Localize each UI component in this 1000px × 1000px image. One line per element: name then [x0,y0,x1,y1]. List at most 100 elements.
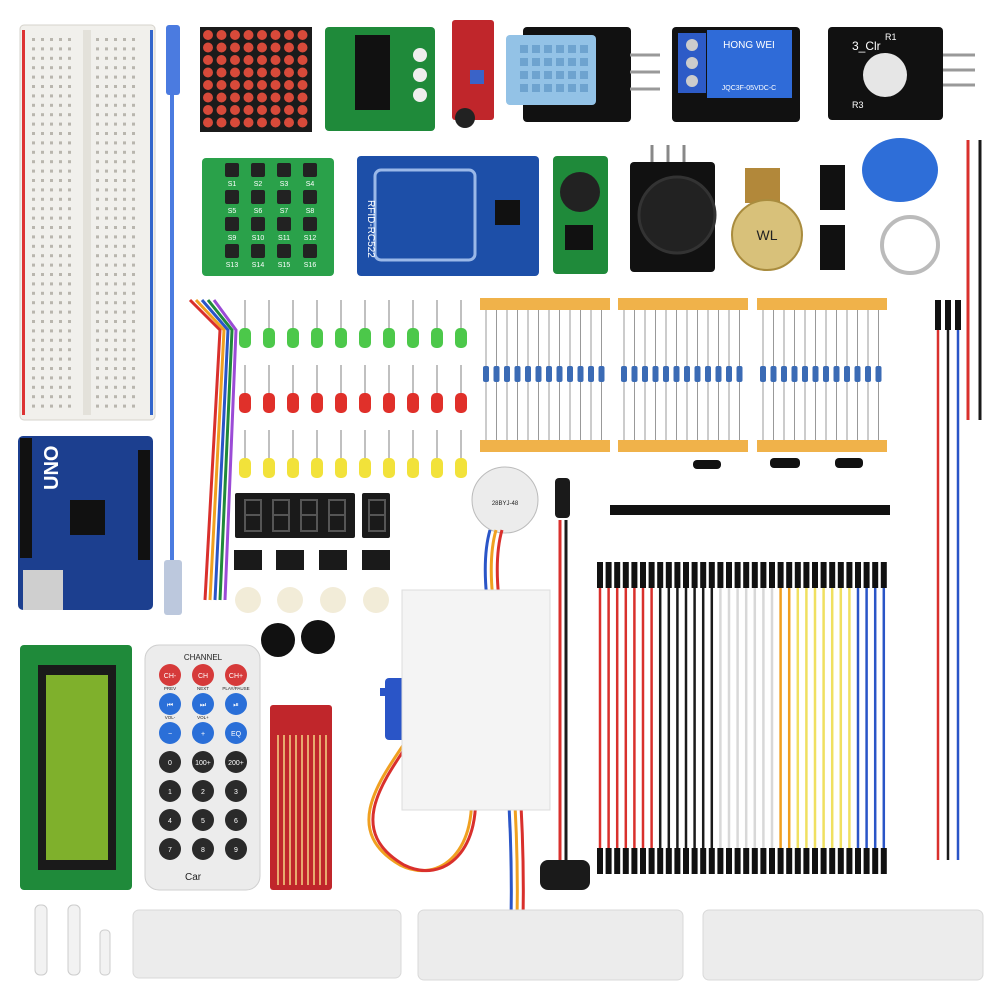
matrix-led [270,117,281,128]
breadboard-hole [132,310,135,314]
breadboard-hole [123,376,126,380]
breadboard-hole [50,216,53,220]
jumper-housing [743,562,750,588]
matrix-led [297,67,308,78]
led [431,328,443,348]
breadboard-hole [96,376,99,380]
remote-button [192,809,214,831]
breadboard-hole [132,169,135,173]
matrix-led [257,105,267,115]
breadboard-hole [32,169,35,173]
breadboard-hole [123,357,126,361]
breadboard-hole [114,179,117,182]
remote-brand: Car [185,872,202,883]
breadboard-hole [123,56,126,60]
servo-horns [34,904,111,976]
jumper-housing [657,848,664,874]
breadboard-hole [105,329,108,333]
breadboard-hole [123,122,126,126]
breadboard-hole [59,160,62,164]
remote-button-label: 8 [201,847,205,854]
jumper-housing [794,562,801,588]
breadboard-hole [123,235,126,239]
keypad-key [251,163,265,177]
matrix-led [284,80,294,90]
breadboard-hole [32,348,35,352]
jumper-housing [691,562,698,588]
breadboard-hole [123,291,126,295]
breadboard-hole [50,150,53,154]
breadboard-hole [68,85,71,88]
breadboard-hole [32,113,35,117]
breadboard-hole [105,197,108,201]
remote-button-label: 100+ [195,760,211,767]
breadboard-hole [50,197,53,201]
breadboard-hole [105,85,108,88]
small-components [610,458,890,515]
jumper-housing [880,562,887,588]
dht-vent [544,58,552,66]
matrix-led [230,117,240,128]
jumper-housing [955,300,961,330]
breadboard-hole [96,94,99,98]
breadboard-hole [96,301,99,305]
top-right-cable [966,140,982,420]
remote-header: CHANNEL [184,653,223,662]
jumper-housing [734,848,741,874]
remote-button-label: EQ [231,731,242,738]
breadboard-hole [68,66,71,70]
matrix-led [297,30,308,40]
resistor [621,366,627,382]
led [431,458,443,478]
breadboard-hole [96,113,99,117]
breadboard-hole [132,216,135,220]
keypad-key [303,190,317,204]
dht-vent [580,58,588,66]
breadboard-hole [50,113,53,117]
breadboard-hole [68,291,71,295]
breadboard-hole [96,179,99,182]
breadboard-hole [68,376,71,380]
push-button [276,550,304,570]
breadboard-hole [41,94,44,98]
breadboard-hole [32,291,35,295]
jumper-housing [631,562,638,588]
breadboard-hole [41,395,44,399]
resistor [663,366,669,382]
relay-model: JQC3F-05VDC-C [722,85,776,92]
breadboard-hole [68,197,71,201]
breadboard-hole [114,197,117,201]
breadboard-hole [41,132,44,135]
breadboard-hole [114,338,117,342]
breadboard-hole [123,348,126,352]
breadboard-hole [105,357,108,361]
led [407,393,419,413]
breadboard-hole [68,348,71,352]
matrix-led [284,67,294,78]
breadboard-hole [68,310,71,314]
breadboard-hole [59,273,62,276]
jumper-housing [597,562,603,588]
breadboard-hole [41,226,44,229]
breadboard-hole [41,329,44,333]
remote-button [159,809,181,831]
keypad-key [303,244,317,258]
breadboard-hole [132,94,135,98]
breadboard-hole [32,207,35,211]
breadboard-hole [59,75,62,79]
resistor-assortment [480,298,887,452]
jumper-housing [708,848,715,874]
button-cap [235,587,261,613]
matrix-led [270,105,281,115]
breadboard-hole [132,263,135,267]
breadboard-hole [41,244,44,248]
breadboard-hole [32,160,35,164]
matrix-led [203,105,213,115]
led [239,458,251,478]
breadboard-hole [132,85,135,88]
jumper-housing [837,562,844,588]
resistor [493,366,500,382]
breadboard-hole [68,188,71,192]
breadboard-hole [50,38,53,41]
breadboard-hole [68,160,71,164]
